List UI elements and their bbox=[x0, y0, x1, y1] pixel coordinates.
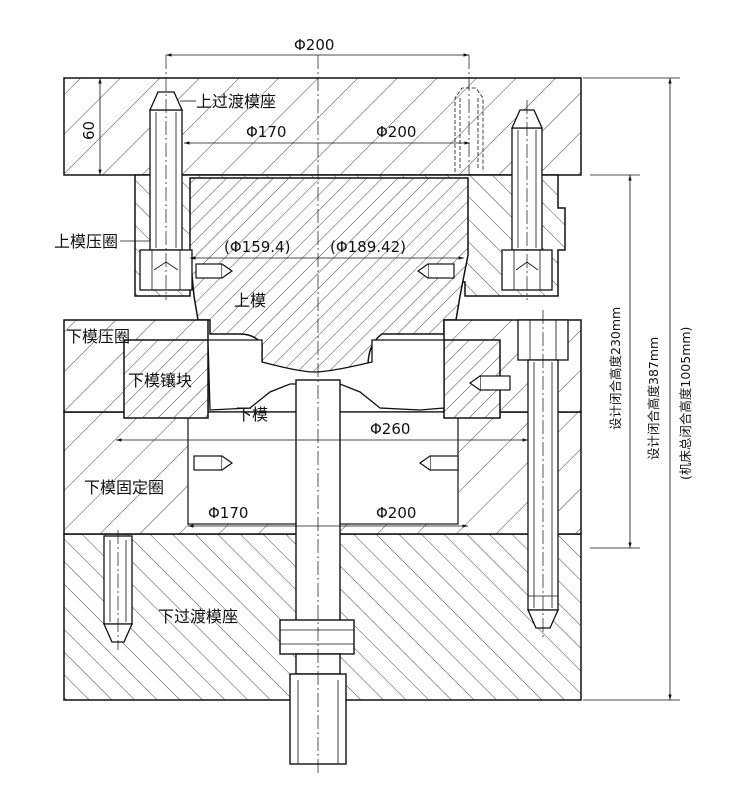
dim-upper-d170: Φ170 bbox=[246, 123, 286, 141]
label-upper-adapter: 上过渡模座 bbox=[196, 92, 276, 111]
center-lines bbox=[117, 55, 544, 775]
dim-lower-d200: Φ200 bbox=[376, 504, 416, 522]
leader-lines bbox=[120, 100, 196, 242]
label-lower-clamp-ring: 下模压圈 bbox=[66, 327, 130, 346]
dim-machine-total-closed-height: (机床总闭合高度1005mm) bbox=[678, 327, 693, 480]
lower-screws bbox=[193, 375, 511, 471]
dim-thickness-60: 60 bbox=[80, 121, 98, 140]
label-lower-die: 下模 bbox=[236, 405, 268, 424]
label-lower-fixed-ring: 下模固定圈 bbox=[84, 478, 164, 497]
dim-d189: (Φ189.42) bbox=[330, 238, 406, 256]
dim-top-bolt-circle: Φ200 bbox=[294, 36, 334, 54]
label-upper-clamp-ring: 上模压圈 bbox=[54, 232, 118, 251]
dim-d260: Φ260 bbox=[370, 420, 410, 438]
label-lower-adapter: 下过渡模座 bbox=[158, 607, 238, 626]
lower-die bbox=[207, 339, 445, 411]
label-lower-insert: 下模镶块 bbox=[128, 371, 192, 390]
upper-die-screws bbox=[195, 263, 455, 279]
label-upper-die: 上模 bbox=[234, 291, 266, 310]
upper-adapter-plate bbox=[63, 77, 582, 176]
dim-upper-d200: Φ200 bbox=[376, 123, 416, 141]
dimension-lines bbox=[98, 53, 680, 701]
dim-lower-d170: Φ170 bbox=[208, 504, 248, 522]
lower-insert bbox=[123, 339, 501, 419]
dim-design-closed-height-230: 设计闭合高度230mm bbox=[608, 307, 623, 430]
dim-design-closed-height-387: 设计闭合高度387mm bbox=[646, 337, 661, 460]
dim-d159: (Φ159.4) bbox=[224, 238, 290, 256]
